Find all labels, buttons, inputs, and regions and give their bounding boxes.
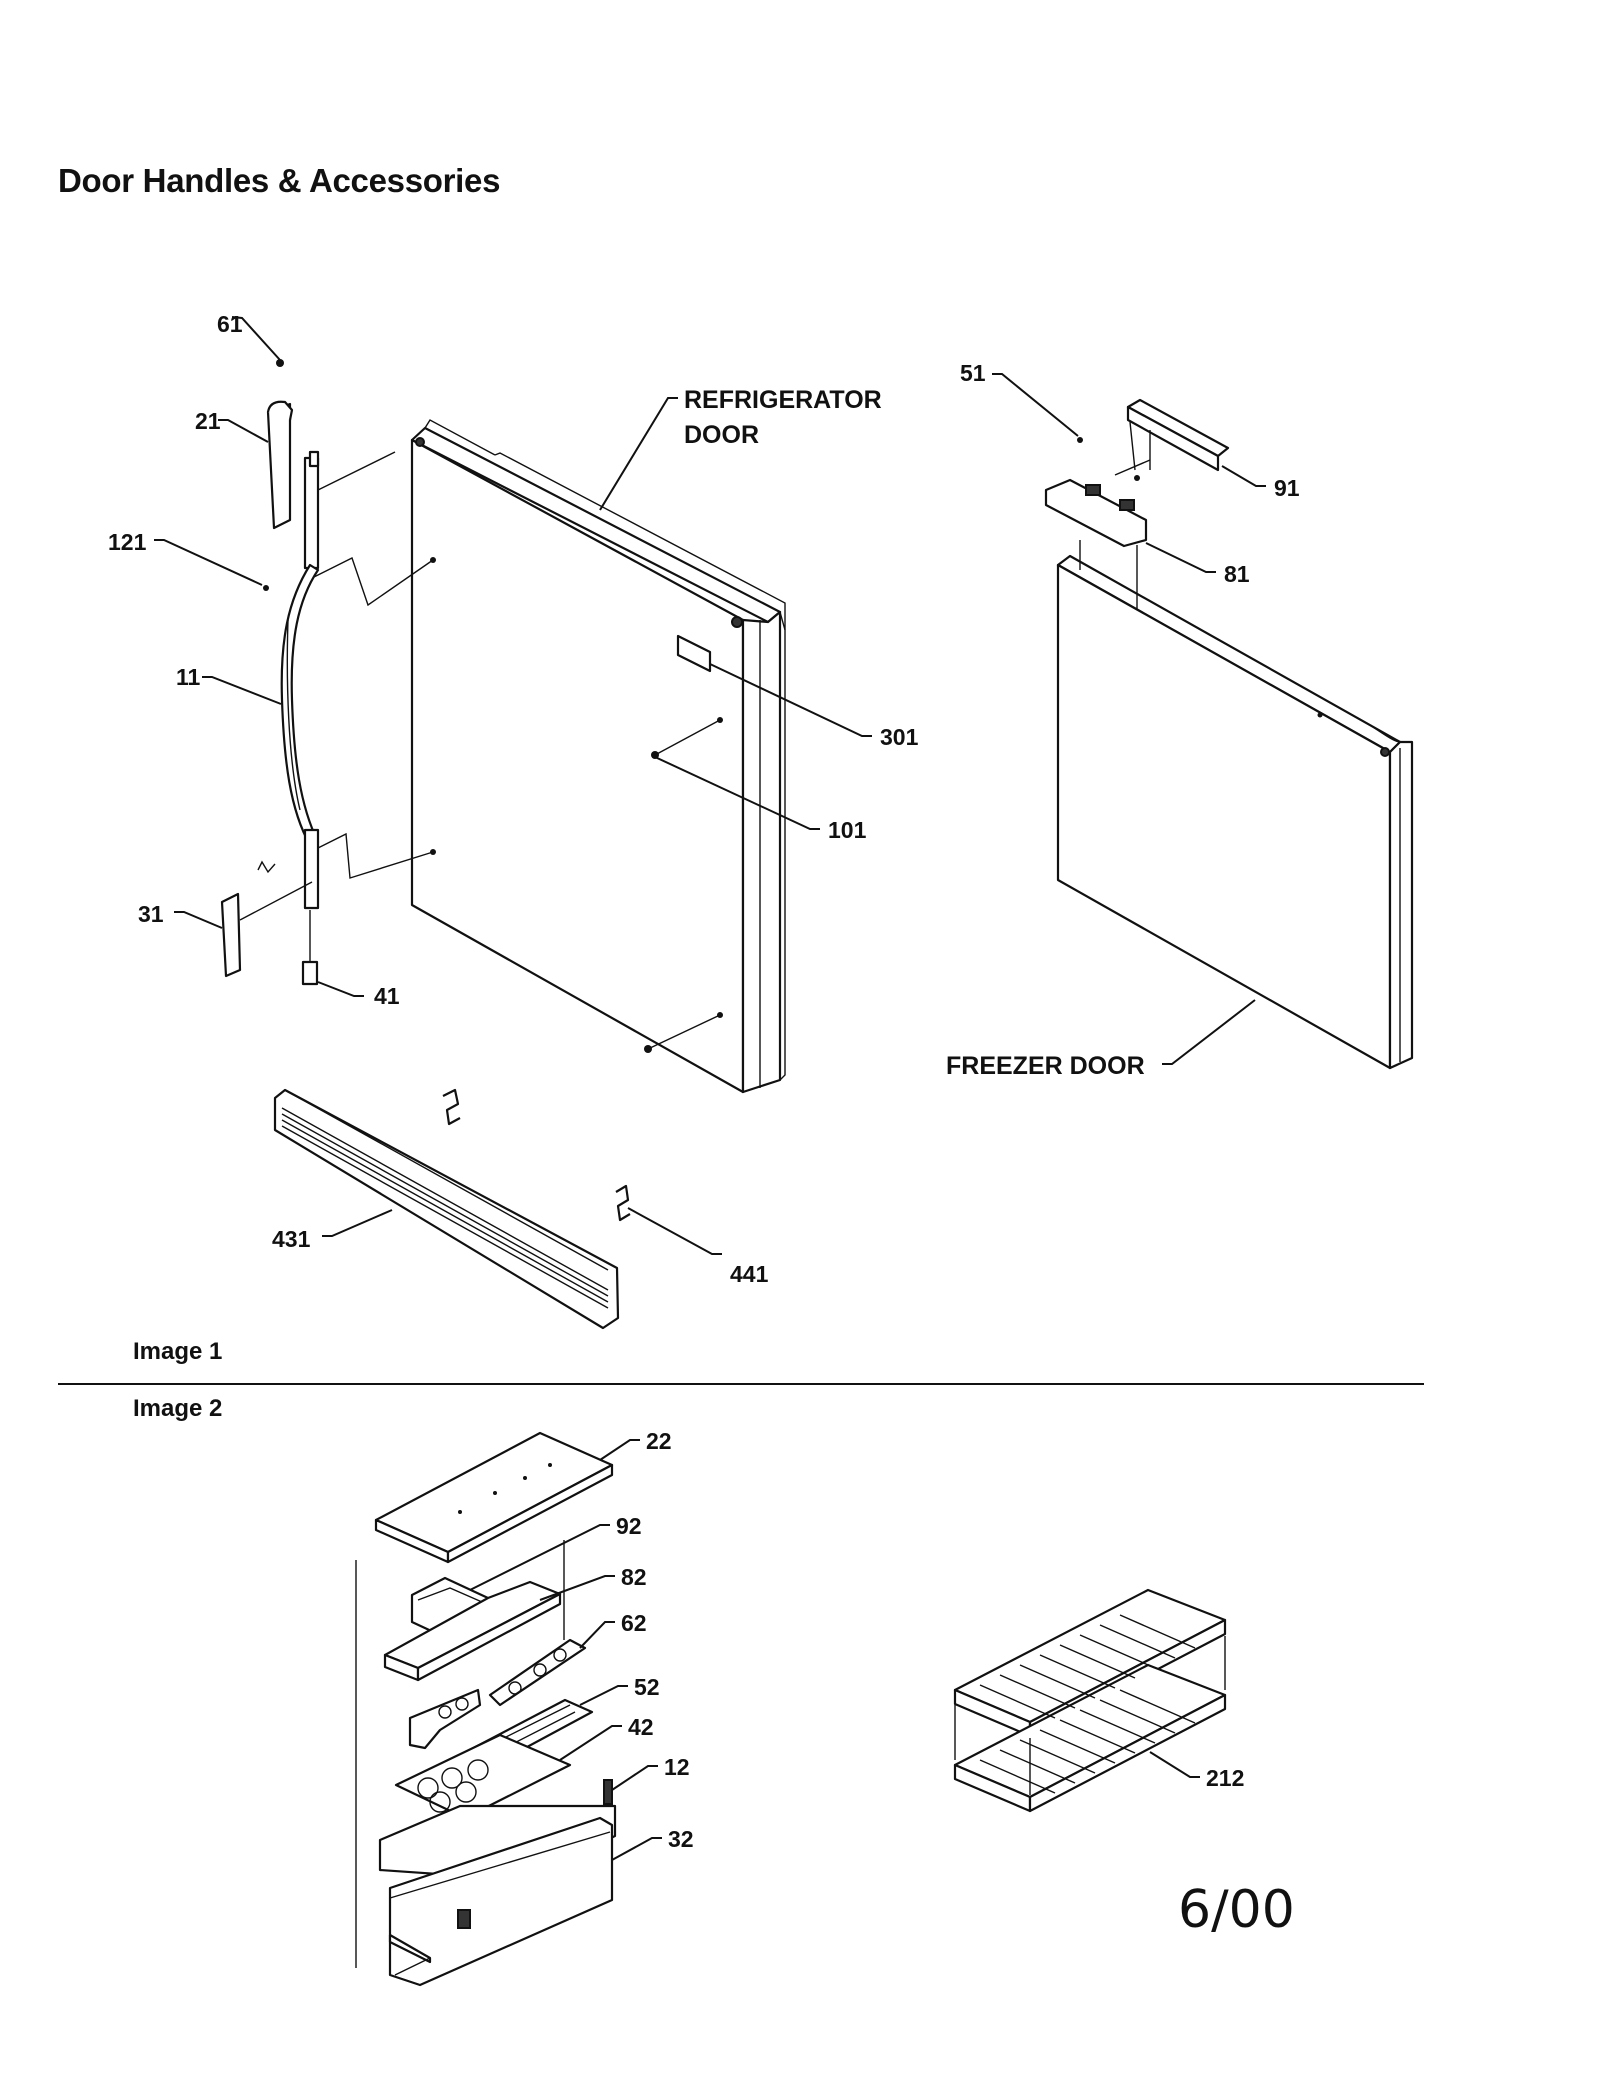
section-divider [58, 1383, 1424, 1385]
callout-92: 92 [616, 1513, 642, 1539]
callout-121: 121 [108, 529, 147, 555]
callout-81: 81 [1224, 561, 1250, 587]
callout-11: 11 [176, 664, 201, 690]
callout-41: 41 [374, 983, 400, 1009]
callout-82: 82 [621, 1564, 647, 1590]
callout-42: 42 [628, 1714, 654, 1740]
callout-52: 52 [634, 1674, 660, 1700]
label-freezer-door: FREEZER DOOR [946, 1052, 1145, 1080]
callout-212: 212 [1206, 1765, 1244, 1791]
refrigerator-door [410, 419, 786, 1094]
callout-22: 22 [646, 1428, 672, 1454]
shelf-22 [374, 1431, 614, 1564]
handle-assembly [220, 359, 434, 986]
callout-12: 12 [664, 1754, 690, 1780]
ice-trays [953, 1588, 1227, 1813]
page-title: Door Handles & Accessories [58, 162, 501, 199]
callout-91: 91 [1274, 475, 1300, 501]
label-refrigerator-door-2: DOOR [684, 421, 759, 449]
callout-31: 31 [138, 901, 164, 927]
callout-51: 51 [960, 360, 986, 386]
freezer-handle-assembly [1044, 398, 1230, 610]
label-refrigerator-door-1: REFRIGERATOR [684, 386, 882, 414]
callout-101: 101 [828, 817, 867, 843]
base-grille [273, 1088, 631, 1330]
callout-62: 62 [621, 1610, 647, 1636]
callout-32: 32 [668, 1826, 694, 1852]
callout-431: 431 [272, 1226, 311, 1252]
image1-label: Image 1 [133, 1338, 223, 1365]
image2-label: Image 2 [133, 1395, 223, 1422]
callout-21: 21 [195, 408, 221, 434]
freezer-door [1056, 554, 1414, 1070]
callout-441: 441 [730, 1261, 769, 1287]
callout-61: 61 [217, 311, 243, 337]
image1-leaders [154, 316, 1266, 1255]
callout-301: 301 [880, 724, 919, 750]
date-stamp: 6/00 [1178, 1880, 1295, 1940]
image2-labels: 22 92 82 62 52 42 12 32 212 [616, 1428, 1244, 1852]
image1-labels: 61 21 121 11 31 41 301 101 51 91 81 431 … [108, 311, 1300, 1287]
accessory-stack [355, 1540, 617, 1987]
image2-leaders [469, 1439, 1200, 1861]
